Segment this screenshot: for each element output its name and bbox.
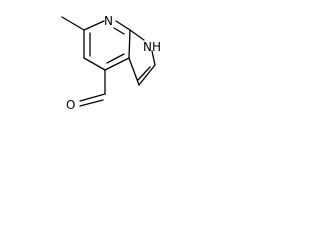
bond-n1-c2 — [151, 50, 156, 66]
bond-c5-methyl — [61, 16, 85, 31]
bond-cho-o — [79, 93, 106, 102]
structure-diagram: N NH O — [0, 0, 184, 117]
bond-c4-c3a-double — [106, 53, 125, 64]
molecule-drawing: N NH O — [61, 14, 161, 112]
bond-cho-o-double — [79, 99, 104, 107]
atom-label-nh: NH — [143, 40, 161, 54]
bond-n7-c7a-double — [113, 27, 125, 35]
bond-c5-c4 — [83, 57, 106, 71]
bond-c4-c3a — [104, 57, 130, 71]
atom-label-o: O — [66, 98, 75, 112]
bond-c3-c3a — [128, 57, 140, 86]
bond-n7-c7a — [115, 20, 131, 31]
bond-c2-c3-double — [137, 66, 151, 81]
bond-c2-c3 — [138, 64, 156, 86]
bond-n7-c6 — [83, 20, 105, 31]
atom-label-n: N — [104, 14, 113, 28]
bond-c3a-c7a — [128, 29, 131, 59]
bond-c7a-n1 — [129, 29, 145, 41]
